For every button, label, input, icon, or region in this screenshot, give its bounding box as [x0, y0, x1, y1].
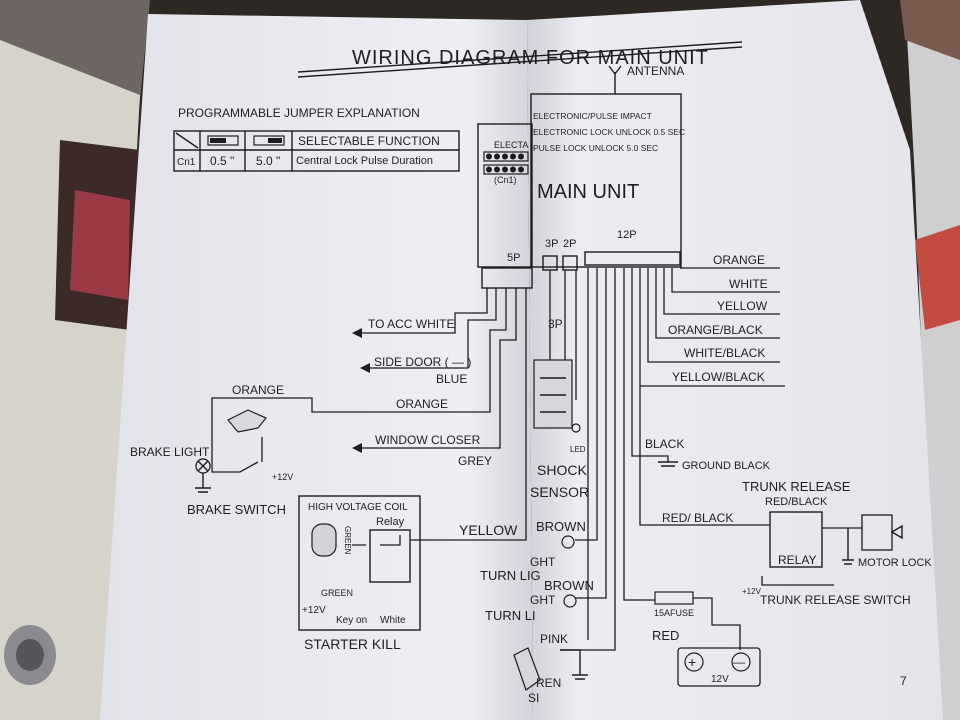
white-label: White — [380, 615, 406, 626]
wire-label-blue: BLUE — [436, 372, 467, 386]
red-label: RED — [652, 628, 679, 643]
battery-icon — [677, 647, 761, 687]
battery-minus: — — [733, 655, 745, 669]
unit-line-1: ELECTRONIC/PULSE IMPACT — [533, 111, 652, 121]
fuse-label: 15AFUSE — [654, 608, 694, 618]
wire-label-yellow: YELLOW — [717, 299, 768, 313]
wire-label-white-black: WHITE/BLACK — [684, 346, 765, 360]
unit-line-3: PULSE LOCK UNLOCK 5.0 SEC — [533, 143, 658, 153]
wire-label-white: WHITE — [729, 277, 768, 291]
wire-bundle-left: TO ACC WHITE SIDE DOOR ( — ) BLUE ORANGE… — [230, 288, 527, 541]
sensor-label: SENSOR — [530, 484, 589, 500]
brake-switch-label: BRAKE SWITCH — [187, 502, 286, 517]
wire-label-orange: ORANGE — [713, 253, 765, 267]
wire-label-acc: TO ACC WHITE — [368, 317, 454, 331]
brown1-label: BROWN — [536, 519, 586, 534]
brown2-label: BROWN — [544, 578, 594, 593]
relay-right-label: RELAY — [778, 553, 816, 567]
pink-label: PINK — [540, 632, 568, 646]
wire-label-orange-black: ORANGE/BLACK — [668, 323, 763, 337]
brake-circuit: BRAKE LIGHT +12V BRAKE SWITCH — [130, 397, 293, 517]
main-unit-partial-label: ELECTA — [494, 140, 528, 150]
connector-5p: 5P — [507, 252, 520, 264]
red-black-label: RED/BLACK — [765, 496, 828, 508]
wire-label-side-door: SIDE DOOR ( — ) — [374, 355, 471, 369]
jumper-value-b: 5.0 " — [256, 154, 280, 168]
trunk-switch-label: TRUNK RELEASE SWITCH — [760, 593, 911, 607]
jumper-table: PROGRAMMABLE JUMPER EXPLANATION SELECTAB… — [173, 106, 460, 172]
wire-label-orange: ORANGE — [396, 397, 448, 411]
shock-label: SHOCK — [537, 462, 587, 478]
brake-plus12-label: +12V — [272, 472, 293, 482]
ground-label: GROUND BLACK — [682, 460, 771, 472]
connector-12p: 12P — [617, 229, 637, 241]
black-label: BLACK — [645, 437, 684, 451]
jumper-function-header: SELECTABLE FUNCTION — [298, 134, 440, 148]
left-page — [100, 14, 533, 720]
battery-plus: + — [688, 654, 696, 670]
motor-lock-label: MOTOR LOCK — [858, 557, 932, 569]
trunk-circuit: BLACK GROUND BLACK TRUNK RELEASE RED/BLA… — [639, 386, 932, 687]
jumper-value-a: 0.5 " — [210, 154, 234, 168]
green-label: GREEN — [321, 588, 353, 598]
unit-line-2: ELECTRONIC LOCK UNLOCK 0.5 SEC — [533, 127, 685, 137]
turn-light-1-icon — [561, 535, 575, 549]
red-black2-label: RED/ BLACK — [662, 511, 733, 525]
center-wires: BROWN GHT TURN LIG BROWN GHT TURN LI PIN… — [480, 268, 669, 705]
brake-light-label: BRAKE LIGHT — [130, 445, 210, 459]
page-number: 7 — [900, 674, 907, 688]
key-on-label: Key on — [336, 615, 367, 626]
main-unit-title: MAIN UNIT — [537, 181, 639, 203]
jumper-pins — [483, 151, 529, 175]
relay-label: Relay — [376, 516, 405, 528]
siren-icon — [513, 647, 541, 691]
connector-2p: 2P — [563, 238, 576, 250]
jumper-row-id: Cn1 — [177, 157, 196, 168]
turn2-label: TURN LI — [485, 608, 536, 623]
arrow-side-door — [360, 363, 370, 373]
turn-light-2-icon — [563, 594, 577, 608]
starter-kill-title: STARTER KILL — [304, 636, 401, 652]
coil-icon — [311, 523, 337, 557]
green-vertical: GREEN — [343, 526, 352, 555]
cn1-label: (Cn1) — [494, 175, 517, 185]
ght2-label: GHT — [530, 593, 556, 607]
battery-label: 12V — [711, 674, 729, 685]
connector-3p-lower: 3P — [548, 317, 563, 331]
arrow-window — [352, 443, 362, 453]
right-page — [527, 0, 943, 720]
connector-clip-icon — [227, 409, 267, 433]
shock-sensor: 3P LED SHOCK SENSOR — [530, 270, 589, 500]
starter-kill: HIGH VOLTAGE COIL Relay GREEN GREEN +12V… — [298, 495, 421, 652]
wire-bundle-right: ORANGE WHITE YELLOW ORANGE/BLACK WHITE/B… — [639, 253, 785, 387]
arrow-acc — [352, 328, 362, 338]
page-title: WIRING DIAGRAM FOR MAIN UNIT — [352, 47, 709, 69]
trunk-plus12: +12V — [742, 587, 762, 596]
si-label: SI — [528, 691, 539, 705]
ren-label: REN — [536, 676, 561, 690]
wire-label-grey: GREY — [458, 454, 492, 468]
starter-plus12: +12V — [302, 605, 326, 616]
wire-label-yellow-black: YELLOW/BLACK — [672, 370, 765, 384]
coil-label: HIGH VOLTAGE COIL — [308, 502, 408, 513]
main-unit: ELECTA (Cn1) ANTENNA ELECTRONIC/PULSE IM… — [477, 64, 685, 289]
trunk-release-label: TRUNK RELEASE — [742, 479, 851, 494]
led-label: LED — [570, 445, 586, 454]
wire-label-orange-top: ORANGE — [232, 383, 284, 397]
jumper-heading: PROGRAMMABLE JUMPER EXPLANATION — [178, 106, 420, 120]
connector-3p: 3P — [545, 238, 558, 250]
ght1-label: GHT — [530, 555, 556, 569]
antenna-label: ANTENNA — [627, 64, 684, 78]
turn1-label: TURN LIG — [480, 568, 541, 583]
jumper-row-function: Central Lock Pulse Duration — [296, 155, 433, 167]
wire-label-window: WINDOW CLOSER — [375, 433, 481, 447]
led-icon — [571, 423, 581, 433]
wire-label-yellow-left: YELLOW — [459, 522, 518, 538]
